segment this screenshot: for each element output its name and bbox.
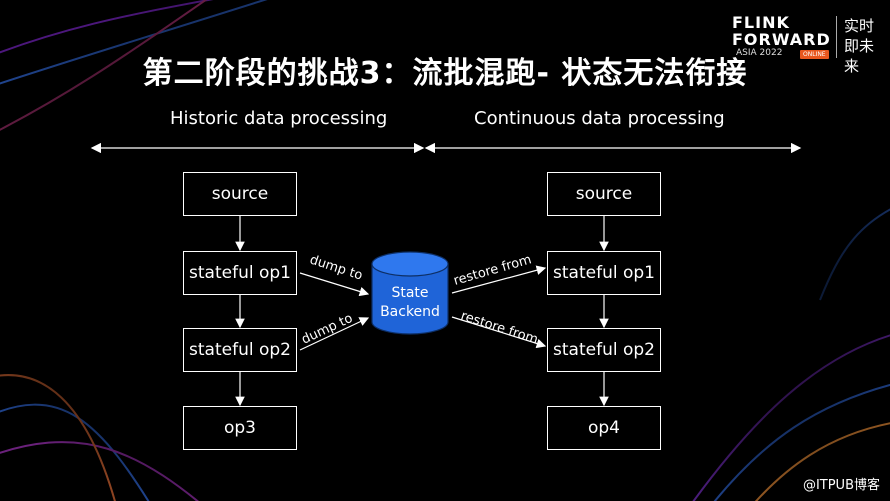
- section-label-historic: Historic data processing: [170, 108, 388, 129]
- edge-label-dump-2: dump to: [299, 311, 355, 348]
- dump-arrow-1: [299, 272, 370, 297]
- brand-line1: FLINK: [732, 13, 790, 32]
- dump-arrow-2: [299, 317, 370, 351]
- slide-title: 第二阶段的挑战3：流批混跑- 状态无法衔接: [142, 56, 748, 91]
- state-backend-line2: Backend: [380, 304, 440, 320]
- left-node-stateful-op2: stateful op2: [183, 328, 297, 372]
- left-node-op3: op3: [183, 406, 297, 450]
- edge-label-restore-2: restore from: [459, 309, 540, 348]
- right-node-op4: op4: [547, 406, 661, 450]
- edge-label-dump-1: dump to: [308, 253, 365, 284]
- brand-name: FLINK FORWARD: [732, 14, 831, 48]
- state-backend-line1: State: [391, 285, 428, 301]
- brand-divider: [836, 16, 837, 58]
- edge-label-restore-1: restore from: [452, 252, 533, 289]
- brand-line2: FORWARD: [732, 30, 831, 49]
- left-node-source: source: [183, 172, 297, 216]
- watermark: @ITPUB博客: [802, 478, 880, 493]
- brand-tag: ONLINE: [800, 50, 829, 59]
- brand-cn: 实时即未来: [844, 17, 875, 75]
- flink-forward-logo: FLINK FORWARD ASIA 2022 ONLINE 实时即未来: [732, 12, 874, 75]
- right-node-stateful-op2: stateful op2: [547, 328, 661, 372]
- right-node-stateful-op1: stateful op1: [547, 251, 661, 295]
- state-backend-cylinder: State Backend: [371, 251, 449, 335]
- right-node-source: source: [547, 172, 661, 216]
- restore-arrow-2: [451, 316, 547, 349]
- brand-sub: ASIA 2022: [736, 48, 783, 58]
- left-node-stateful-op1: stateful op1: [183, 251, 297, 295]
- section-label-continuous: Continuous data processing: [474, 108, 725, 129]
- restore-arrow-1: [451, 265, 547, 294]
